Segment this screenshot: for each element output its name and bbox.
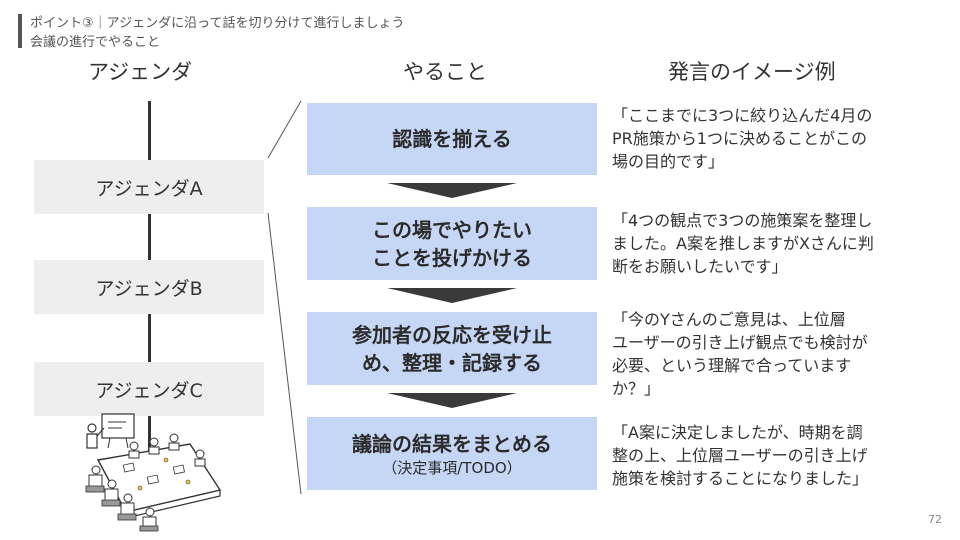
down-arrow-1 [387,183,517,198]
step-4-line-1: 議論の結果をまとめる [352,431,552,456]
example-quote-2: 「4つの観点で3つの施策案を整理し ました。A案を推しますがXさんに判 断をお願… [612,209,932,278]
down-arrow-2 [387,288,517,303]
step-2-line-1: この場でやりたい [372,217,532,242]
slide-subtitle: 会議の進行でやること [30,35,161,50]
example-1-line-1: 「ここまでに3つに絞り込んだ4月の [612,106,873,125]
step-3-line-1: 参加者の反応を受け止 [352,322,552,347]
column-heading-example: 発言のイメージ例 [668,60,836,84]
agenda-box-c: アジェンダC [34,362,264,416]
step-box-2: この場でやりたい ことを投げかける [307,207,597,280]
example-3-line-1: 「今のYさんのご意見は、上位層 [612,310,846,329]
agenda-box-b: アジェンダB [34,260,264,314]
example-4-line-2: 整の上、上位層ユーザーの引き上げ [612,446,868,465]
example-4-line-1: 「A案に決定しましたが、時期を調 [612,423,863,442]
column-heading-agenda: アジェンダ [88,60,193,84]
step-4-note: （決定事項/TODO） [382,458,522,477]
meeting-room-illustration [85,413,222,532]
example-2-line-2: ました。A案を推しますがXさんに判 [612,234,874,253]
example-quote-1: 「ここまでに3つに絞り込んだ4月の PR施策から1つに決めることがこの 場の目的… [612,104,932,173]
example-1-line-3: 場の目的です」 [612,152,725,171]
step-3-line-2: め、整理・記録する [362,350,542,375]
header-accent-bar [18,14,22,48]
example-4-line-3: 施策を検討することになりました」 [612,469,869,488]
step-1-line-1: 認識を揃える [392,127,512,151]
example-2-line-3: 断をお願いしたいです」 [612,257,788,276]
example-quote-3: 「今のYさんのご意見は、上位層 ユーザーの引き上げ観点でも検討が 必要、という理… [612,308,932,400]
page-number: 72 [928,513,942,526]
slide-title: ポイント③｜アジェンダに沿って話を切り分けて進行しましょう [30,16,405,31]
step-box-3: 参加者の反応を受け止 め、整理・記録する [307,312,597,385]
column-heading-todo: やること [403,60,487,84]
example-3-line-3: 必要、という理解で合っています [612,356,852,375]
example-3-line-4: か？」 [612,379,661,398]
agenda-box-a: アジェンダA [34,160,264,214]
example-quote-4: 「A案に決定しましたが、時期を調 整の上、上位層ユーザーの引き上げ 施策を検討す… [612,421,932,490]
example-3-line-2: ユーザーの引き上げ観点でも検討が [612,333,868,352]
example-2-line-1: 「4つの観点で3つの施策案を整理し [612,211,873,230]
step-box-1: 認識を揃える [307,103,597,175]
step-2-line-2: ことを投げかける [372,245,532,270]
down-arrow-3 [387,393,517,408]
step-box-4: 議論の結果をまとめる （決定事項/TODO） [307,417,597,490]
example-1-line-2: PR施策から1つに決めることがこの [612,129,867,148]
